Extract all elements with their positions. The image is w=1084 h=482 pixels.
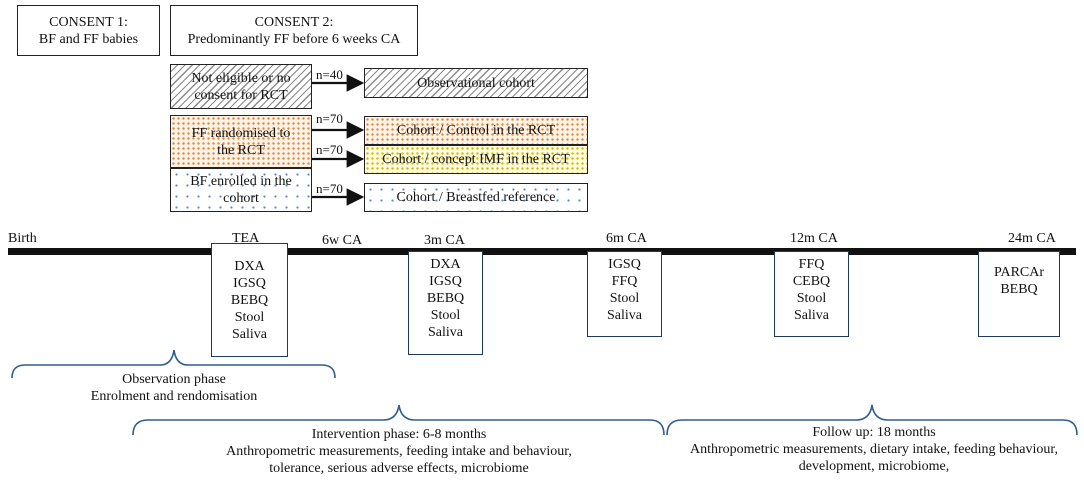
group-ff-randomised-line2: the RCT [217,142,265,158]
arrow-n-label: n=70 [316,142,343,157]
measure-item: FFQ [611,274,638,289]
target-observational-cohort: Observational cohort [364,68,588,98]
measure-item: Stool [796,291,827,306]
measure-item: BEBQ [230,293,269,308]
measure-item: CEBQ [792,274,831,289]
measure-item: Stool [609,291,640,306]
consent-2-desc: Predominantly FF before 6 weeks CA [187,31,401,47]
target-control-rct-label: Cohort / Control in the RCT [396,123,556,138]
timeline-6w: 6w CA [322,233,363,248]
measures-3m: DXA IGSQ BEBQ Stool Saliva [408,251,483,355]
intervention-brace [132,404,665,436]
measures-6m: IGSQ FFQ Stool Saliva [587,251,662,337]
timeline-tea: TEA [232,231,260,246]
measure-item: FFQ [798,257,825,272]
consent-2-title: CONSENT 2: [254,14,334,30]
group-bf-enrolled: BF enrolled in the cohort [170,168,312,212]
consent-1-title: CONSENT 1: [49,14,128,30]
group-bf-enrolled-line1: BF enrolled in the [190,174,292,189]
target-breastfed-reference: Cohort / Breastfed reference [364,183,588,212]
target-concept-imf-rct-label: Cohort / concept IMF in the RCT [382,152,570,167]
measure-item: DXA [234,259,265,274]
measure-item: Saliva [794,308,829,323]
measure-item: Stool [234,310,265,325]
followup-phase-desc1: Anthropometric measurements, dietary int… [690,442,1058,457]
group-bf-enrolled-line2: cohort [223,191,259,206]
measure-item: Saliva [428,325,463,340]
consent-1-desc: BF and FF babies [38,31,139,47]
followup-phase-desc2: development, microbiome, [798,459,950,474]
followup-phase-title: Follow up: 18 months [812,425,936,440]
measure-item: DXA [430,257,461,272]
target-control-rct: Cohort / Control in the RCT [364,116,588,145]
timeline-bar [8,248,1076,255]
measure-item: IGSQ [233,276,266,291]
timeline-12m: 12m CA [790,231,838,246]
measure-item: Saliva [232,327,267,342]
target-concept-imf-rct: Cohort / concept IMF in the RCT [364,145,588,174]
group-not-eligible: Not eligible or no consent for RCT [170,64,312,109]
group-not-eligible-line1: Not eligible or no [191,70,291,86]
measure-item: IGSQ [429,274,462,289]
measure-item: IGSQ [608,257,641,272]
timeline-6m: 6m CA [606,231,647,246]
intervention-phase-title: Intervention phase: 6-8 months [311,427,487,442]
measure-item: Saliva [607,308,642,323]
timeline-3m: 3m CA [424,233,465,248]
measures-tea: DXA IGSQ BEBQ Stool Saliva [211,243,288,357]
measure-item: BEBQ [426,291,465,306]
timeline-24m: 24m CA [1008,231,1056,246]
measures-12m: FFQ CEBQ Stool Saliva [774,251,849,337]
observation-brace [11,349,336,379]
measure-item: BEBQ [1000,282,1038,297]
observation-phase-title: Observation phase [122,372,226,387]
group-not-eligible-line2: consent for RCT [194,87,288,103]
arrow-n-label: n=70 [316,111,343,126]
followup-brace [666,404,1078,436]
arrow-n-label: n=40 [316,67,343,82]
intervention-phase-desc2: tolerance, serious adverse effects, micr… [269,461,529,476]
consent-2-box: CONSENT 2: Predominantly FF before 6 wee… [170,5,418,56]
measures-24m: PARCAr BEBQ [978,251,1060,337]
arrow-n-label: n=70 [316,181,343,196]
timeline-birth: Birth [8,231,37,246]
measure-item: Stool [430,308,461,323]
measure-item: PARCAr [993,265,1045,280]
observation-phase-desc: Enrolment and rendomisation [90,389,258,404]
consent-1-box: CONSENT 1: BF and FF babies [17,5,160,56]
group-ff-randomised: FF randomised to the RCT [170,115,312,168]
target-breastfed-reference-label: Cohort / Breastfed reference [396,190,556,205]
intervention-phase-desc1: Anthropometric measurements, feeding int… [226,444,572,459]
group-ff-randomised-line1: FF randomised to [191,125,291,141]
target-observational-cohort-label: Observational cohort [417,75,535,91]
